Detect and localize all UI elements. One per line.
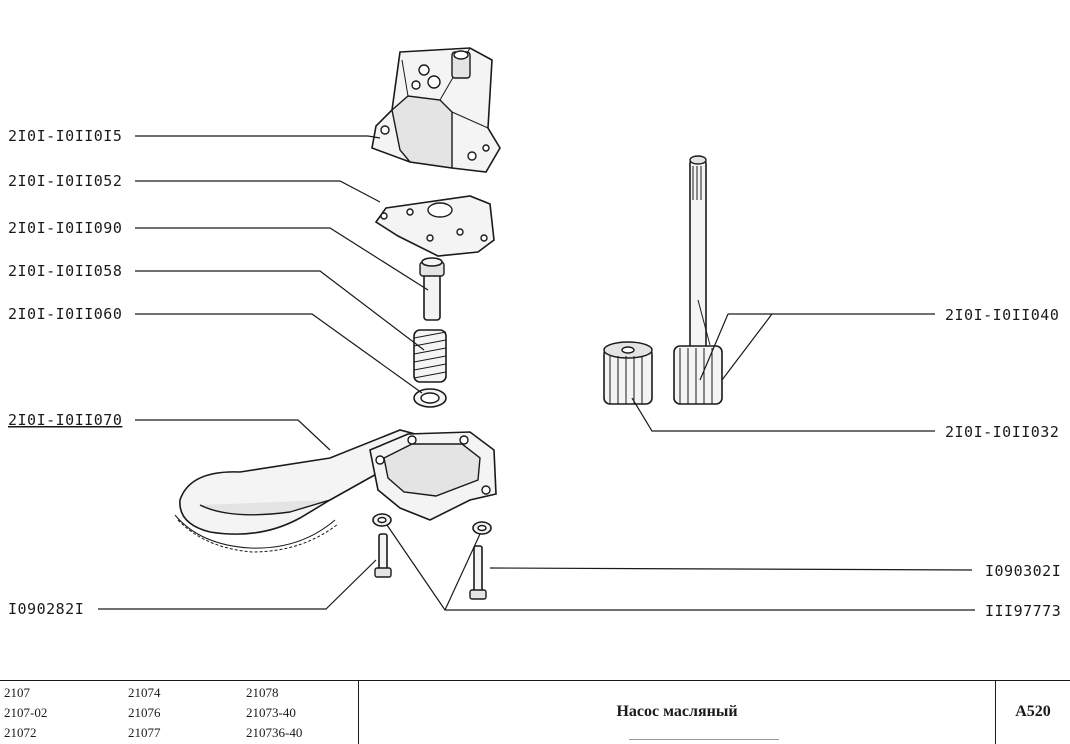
model-item: 21074	[128, 685, 161, 700]
label-pipe: 2I0I-I0II070	[8, 411, 122, 429]
model-list: 2107 2107-02 21072 21074 21076 21077 210…	[0, 681, 359, 744]
valve-spring	[413, 329, 447, 383]
model-column-1: 2107 2107-02 21072	[4, 683, 47, 743]
driven-gear	[603, 341, 653, 405]
model-item: 2107-02	[4, 705, 48, 720]
label-valve: 2I0I-I0II090	[8, 219, 122, 237]
model-item: 21072	[4, 725, 37, 740]
title-block: 2107 2107-02 21072 21074 21076 21077 210…	[0, 680, 1070, 744]
oil-pickup-pipe	[174, 429, 497, 553]
cover-plate	[374, 195, 495, 257]
model-item: 21073-40	[246, 705, 296, 720]
lock-washers	[372, 513, 492, 535]
label-bolt-left: I090282I	[8, 600, 84, 618]
label-bolt-right: I090302I	[985, 562, 1061, 580]
exploded-parts-diagram: 2I0I-I0II0I5 2I0I-I0II052 2I0I-I0II090 2…	[8, 47, 1061, 620]
model-item: 210736-40	[246, 725, 303, 740]
title-cell: Насос масляный	[359, 681, 996, 744]
model-item: 21078	[246, 685, 279, 700]
leader-lines	[98, 135, 975, 611]
model-item: 21076	[128, 705, 161, 720]
label-gasket: 2I0I-I0II052	[8, 172, 122, 190]
code-cell: A520	[996, 681, 1070, 744]
valve-washer	[413, 388, 447, 408]
diagram-code: A520	[1015, 703, 1051, 720]
label-washer: 2I0I-I0II060	[8, 305, 122, 323]
divider	[629, 739, 779, 740]
drive-gear-shaft	[673, 155, 723, 405]
model-column-2: 21074 21076 21077	[128, 683, 161, 743]
model-column-3: 21078 21073-40 210736-40	[246, 683, 302, 743]
label-lock-washer: III97773	[985, 602, 1061, 620]
pump-housing	[371, 47, 501, 173]
label-housing: 2I0I-I0II0I5	[8, 127, 122, 145]
label-drive-gear: 2I0I-I0II040	[945, 306, 1059, 324]
label-spring: 2I0I-I0II058	[8, 262, 122, 280]
relief-valve	[419, 257, 445, 321]
model-item: 21077	[128, 725, 161, 740]
bolts	[374, 533, 487, 600]
model-item: 2107	[4, 685, 30, 700]
label-driven-gear: 2I0I-I0II032	[945, 423, 1059, 441]
diagram-title: Насос масляный	[616, 703, 738, 720]
